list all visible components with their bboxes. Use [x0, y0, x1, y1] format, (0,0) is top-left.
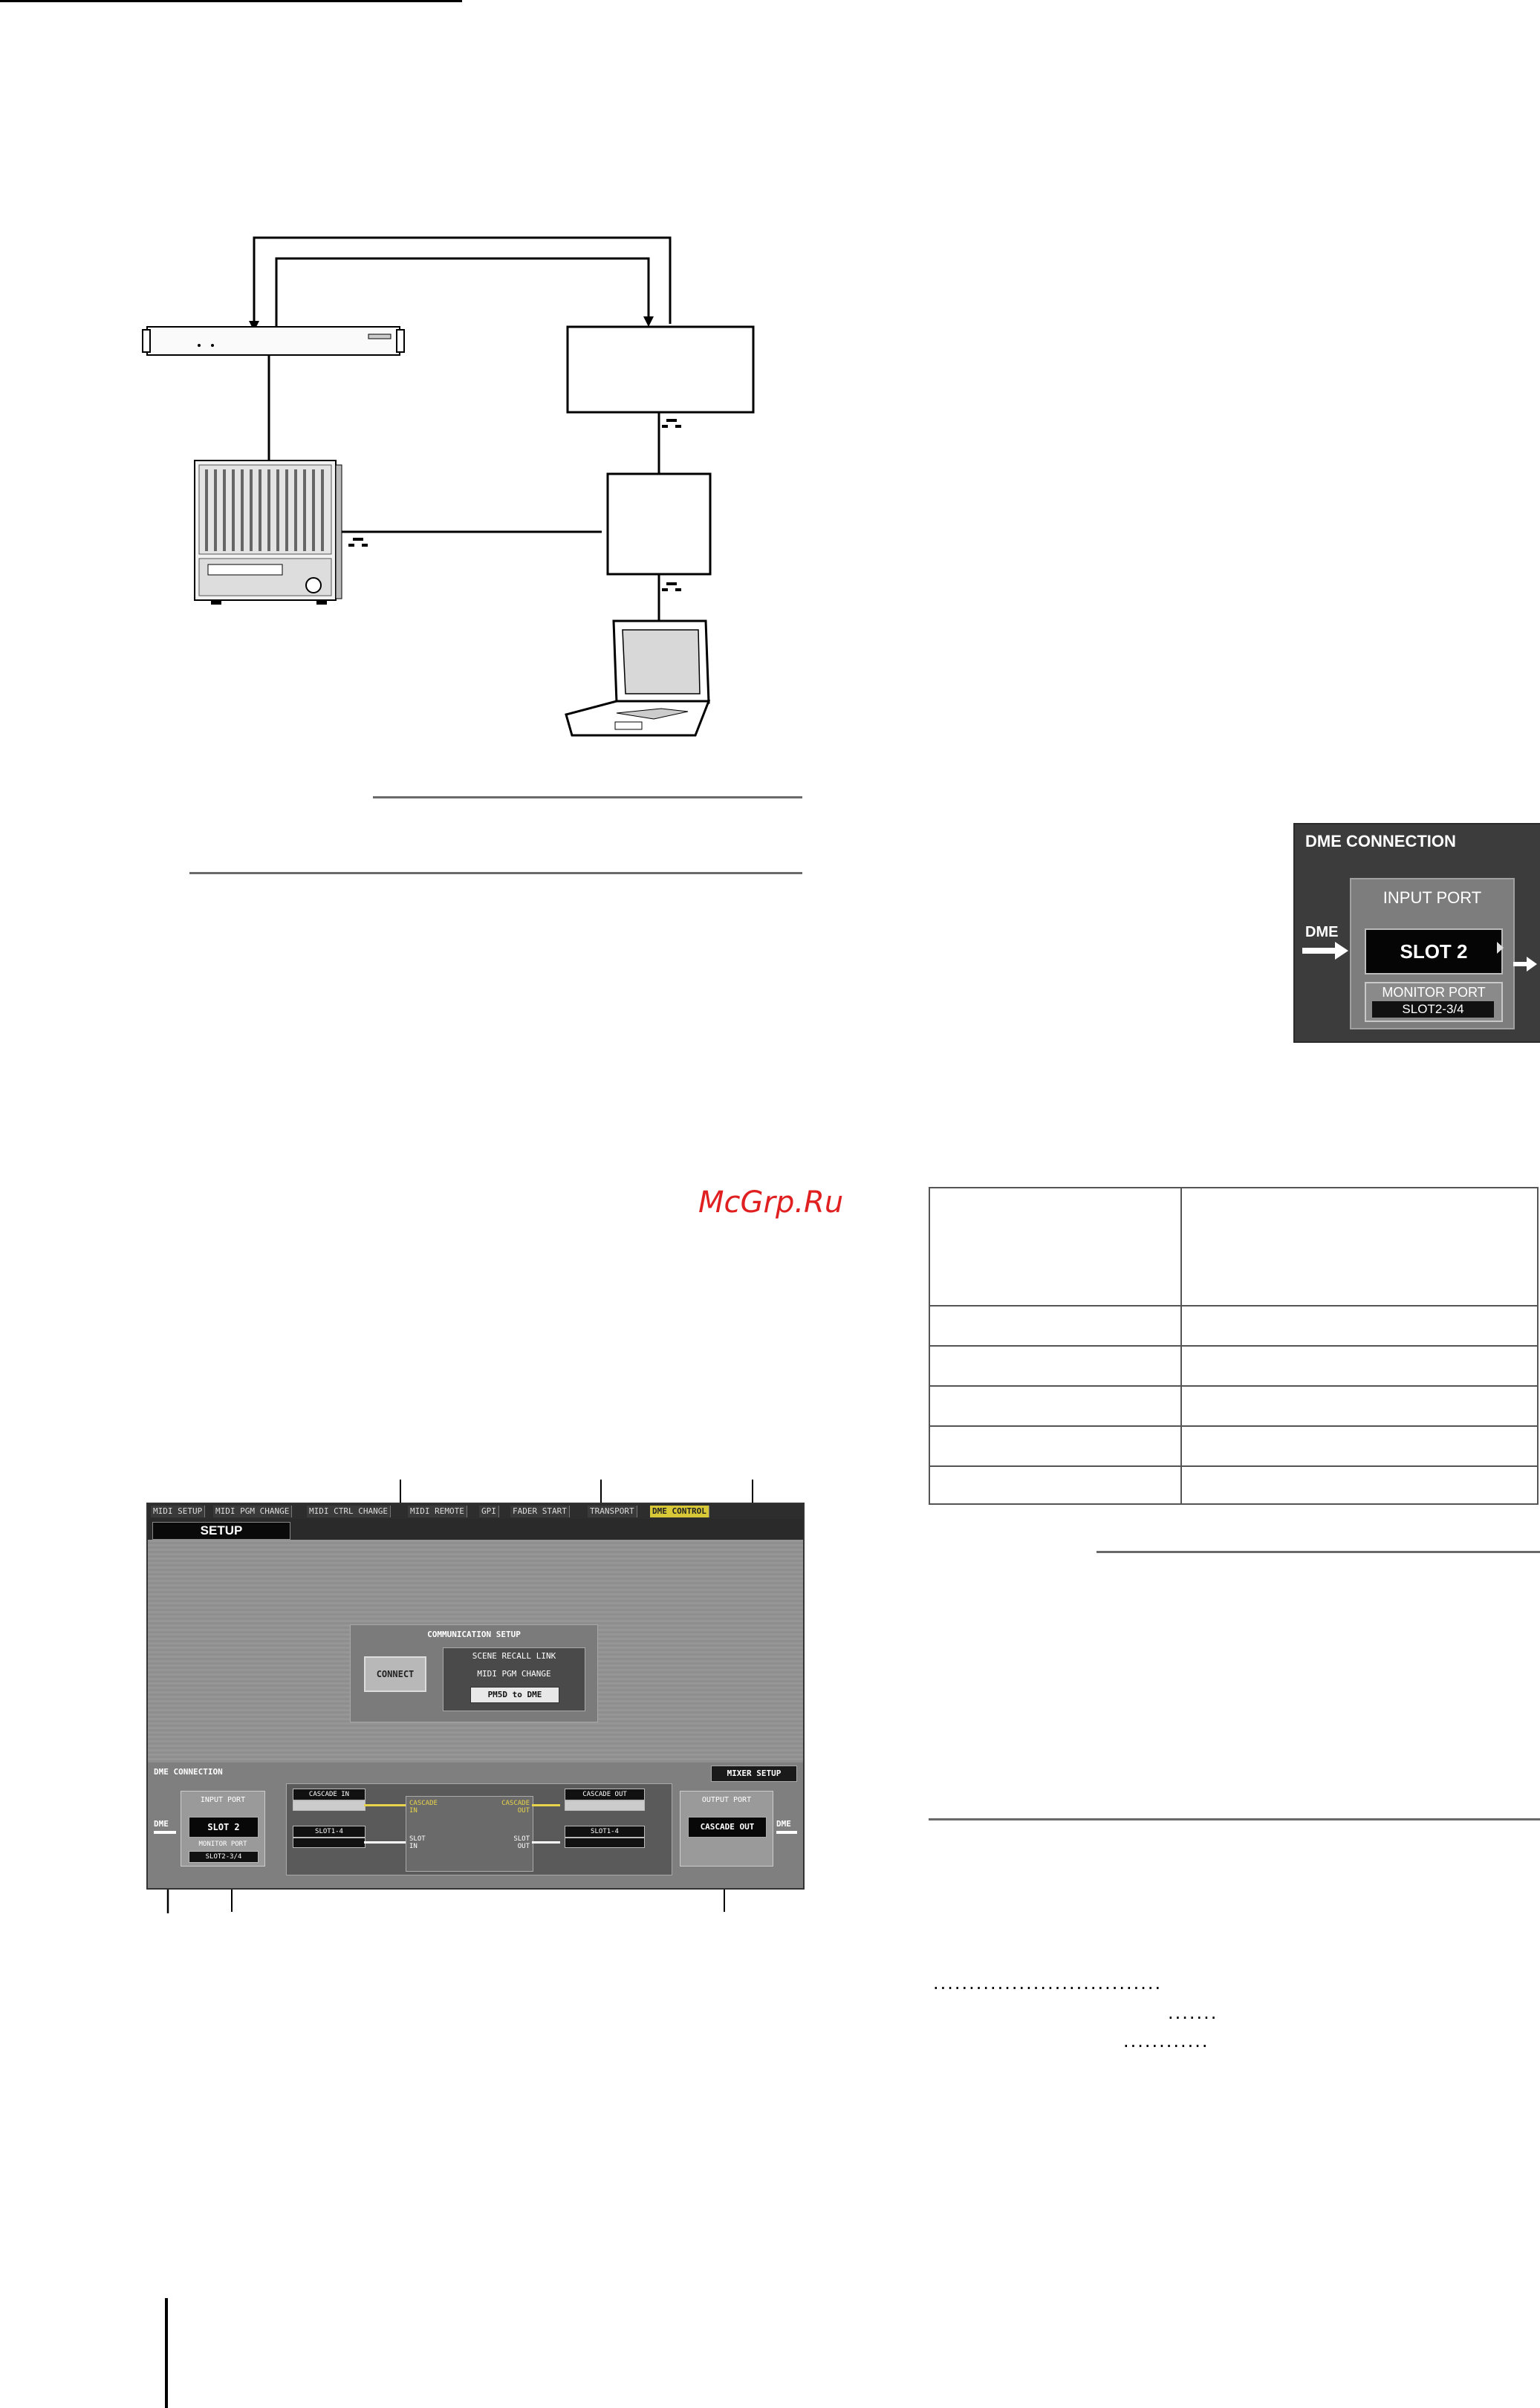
pm5d-to-dme-button[interactable]: PM5D to DME	[470, 1687, 559, 1703]
section-rule	[929, 1818, 1540, 1820]
input-port-slot[interactable]: SLOT 2	[189, 1817, 259, 1838]
dme-in-label: DME	[154, 1819, 169, 1829]
input-port-panel: INPUT PORT SLOT 2 MONITOR PORT SLOT2-3/4	[1350, 878, 1515, 1029]
mixer-console	[194, 460, 342, 605]
arrow-right-icon	[154, 1831, 176, 1834]
cascade-out-label: CASCADE OUT	[501, 1800, 530, 1815]
laptop-icon	[565, 619, 711, 737]
output-port-value[interactable]: CASCADE OUT	[688, 1817, 767, 1838]
communication-setup-panel: COMMUNICATION SETUP CONNECT SCENE RECALL…	[350, 1624, 598, 1722]
section-rule	[1096, 1551, 1540, 1553]
slot-in-label: SLOT IN	[409, 1835, 426, 1850]
toc-leader: .......	[1168, 2002, 1218, 2023]
routing-panel: CASCADE IN SLOT1-4 CASCADE IN CASCADE OU…	[286, 1783, 672, 1875]
tab-bar: MIDI SETUP MIDI PGM CHANGE MIDI CTRL CHA…	[148, 1504, 803, 1519]
monitor-port-label: MONITOR PORT	[1382, 985, 1486, 1000]
tab-gpi[interactable]: GPI	[479, 1506, 499, 1517]
slot-arrow-icon	[1497, 942, 1504, 954]
tab-midi-remote[interactable]: MIDI REMOTE	[408, 1506, 467, 1517]
section-rule	[373, 796, 802, 798]
page-margin-bar	[165, 2298, 168, 2408]
monitor-port-label: MONITOR PORT	[198, 1841, 247, 1848]
output-port-title: OUTPUT PORT	[701, 1796, 752, 1804]
setup-page-button[interactable]: SETUP	[152, 1522, 290, 1540]
cascade-in-label: CASCADE IN	[409, 1800, 438, 1815]
mixer-setup-button[interactable]: MIXER SETUP	[711, 1766, 797, 1782]
center-panel: CASCADE IN CASCADE OUT SLOT IN SLOT OUT	[406, 1796, 533, 1872]
monitor-port-value[interactable]: SLOT2-3/4	[1372, 1001, 1494, 1018]
slot-out-field[interactable]: SLOT1-4	[565, 1826, 645, 1838]
inset-title: DME CONNECTION	[1305, 832, 1456, 850]
lan-icon	[662, 582, 681, 591]
tab-dme-control[interactable]: DME CONTROL	[650, 1506, 709, 1517]
out-signal-line	[532, 1804, 560, 1806]
dme-out-label: DME	[776, 1819, 791, 1829]
lan-icon	[348, 538, 368, 547]
midi-pgm-change-label: MIDI PGM CHANGE	[477, 1669, 551, 1679]
scene-recall-link-box: SCENE RECALL LINK MIDI PGM CHANGE PM5D t…	[443, 1647, 585, 1711]
cascade-out-bar	[565, 1800, 645, 1811]
cascade-signal-line	[364, 1804, 406, 1806]
dme-box	[566, 325, 755, 414]
tab-midi-ctrl-change[interactable]: MIDI CTRL CHANGE	[307, 1506, 391, 1517]
monitor-port-value[interactable]: SLOT2-3/4	[189, 1851, 259, 1863]
slot-out-selector[interactable]	[565, 1838, 645, 1848]
tab-transport[interactable]: TRANSPORT	[588, 1506, 637, 1517]
out-signal-line	[532, 1841, 560, 1844]
scene-recall-link-title: SCENE RECALL LINK	[472, 1651, 556, 1661]
slot-in-selector[interactable]	[293, 1838, 365, 1848]
cascade-in-field[interactable]: CASCADE IN	[293, 1789, 365, 1800]
section-rule	[189, 872, 802, 874]
callout-line	[724, 1870, 725, 1912]
output-port-panel: OUTPUT PORT CASCADE OUT	[680, 1791, 773, 1867]
input-port-panel: INPUT PORT SLOT 2 MONITOR PORT SLOT2-3/4	[181, 1791, 265, 1867]
monitor-port-box: MONITOR PORT SLOT2-3/4	[1365, 982, 1503, 1022]
slot-signal-line	[364, 1841, 406, 1844]
tab-midi-pgm-change[interactable]: MIDI PGM CHANGE	[213, 1506, 293, 1517]
input-port-slot[interactable]: SLOT 2	[1365, 928, 1503, 974]
arrow-right-icon	[1302, 942, 1348, 960]
toc-leader: ................................	[933, 1973, 1163, 1994]
cascade-out-field[interactable]: CASCADE OUT	[565, 1789, 645, 1800]
slot-out-label: SLOT OUT	[513, 1835, 530, 1850]
arrow-right-icon	[1513, 957, 1537, 972]
rack-unit	[142, 326, 405, 356]
slot-in-field[interactable]: SLOT1-4	[293, 1826, 365, 1838]
watermark: McGrp.Ru	[698, 1185, 844, 1220]
parameter-table	[929, 1187, 1539, 1505]
connect-button[interactable]: CONNECT	[364, 1656, 426, 1692]
tab-midi-setup[interactable]: MIDI SETUP	[151, 1506, 206, 1517]
header-rule	[0, 0, 462, 2]
network-diagram	[142, 236, 755, 737]
dme-connection-inset: DME CONNECTION DME INPUT PORT SLOT 2 MON…	[1293, 823, 1540, 1043]
toc-leader: ............	[1123, 2031, 1209, 2051]
input-port-title: INPUT PORT	[1383, 888, 1482, 907]
communication-setup-title: COMMUNICATION SETUP	[427, 1630, 521, 1639]
dme-control-screen: MIDI SETUP MIDI PGM CHANGE MIDI CTRL CHA…	[146, 1503, 805, 1890]
input-port-title: INPUT PORT	[200, 1796, 246, 1804]
dme-connection-title: DME CONNECTION	[154, 1767, 223, 1777]
tab-fader-start[interactable]: FADER START	[510, 1506, 570, 1517]
switch-box	[606, 472, 712, 576]
arrow-right-icon	[776, 1831, 797, 1834]
dme-input-label: DME	[1305, 924, 1339, 940]
lan-icon	[662, 419, 681, 428]
cascade-in-bar	[293, 1800, 365, 1811]
dme-connection-section: DME CONNECTION MIXER SETUP DME INPUT POR…	[148, 1763, 803, 1888]
